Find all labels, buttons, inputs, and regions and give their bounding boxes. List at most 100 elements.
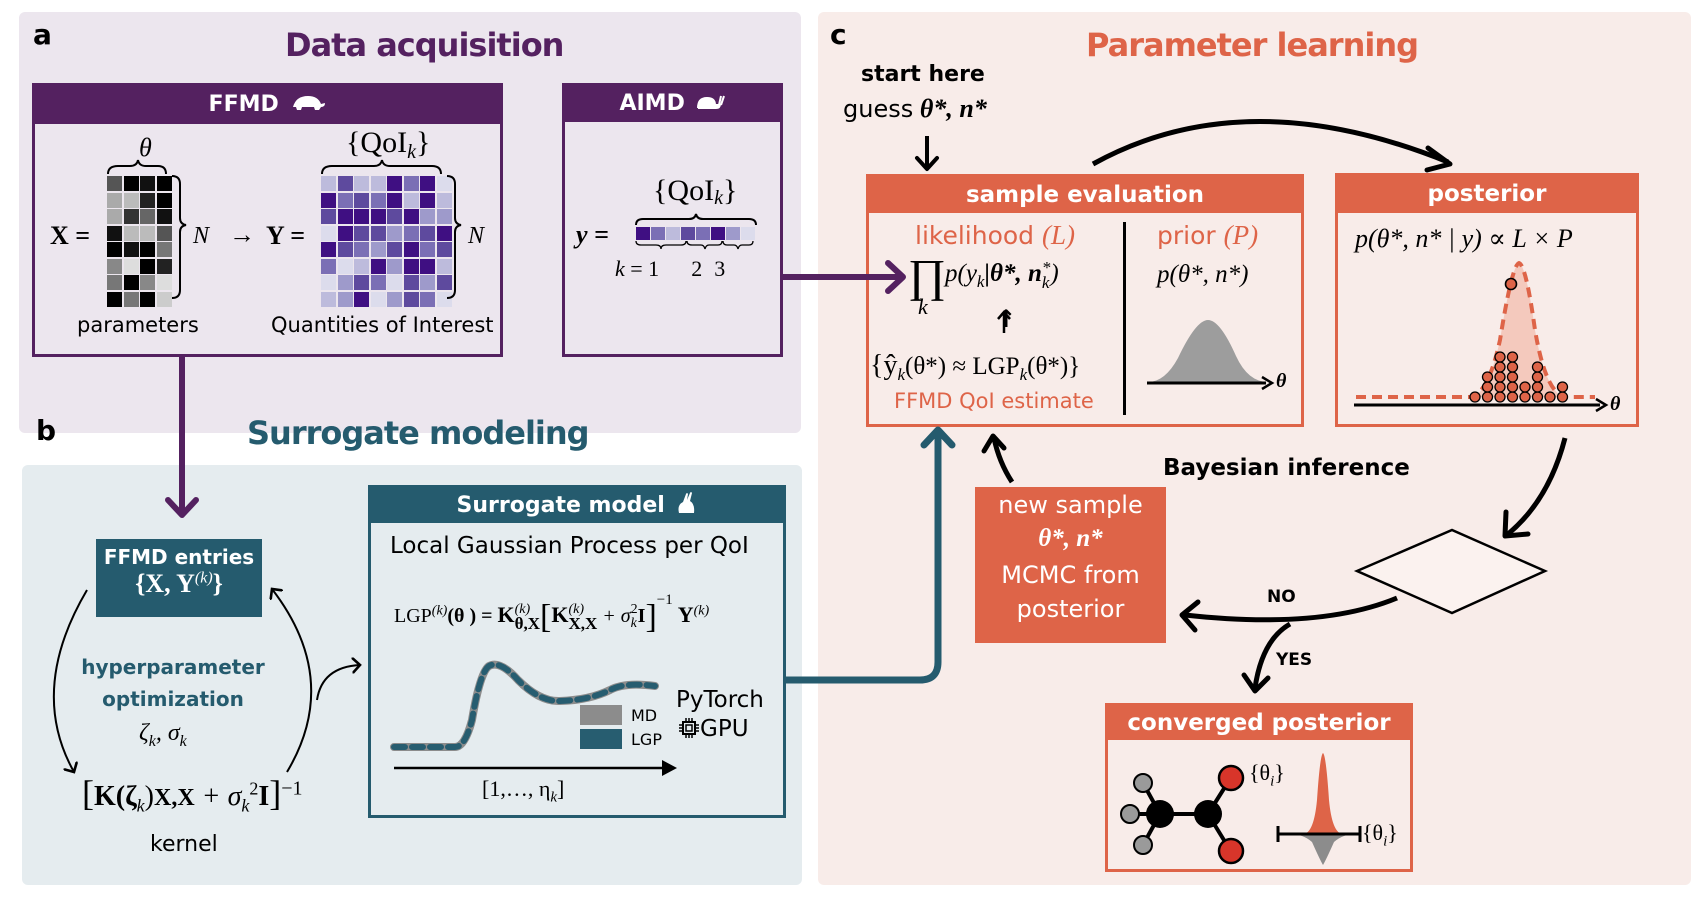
aimd-title: AIMD (619, 91, 685, 116)
qoi-cell (354, 225, 369, 241)
parameter-cell (123, 242, 139, 257)
qoi-cell (337, 192, 353, 208)
parameter-cell (156, 176, 172, 191)
new-sample-line1: new sample (998, 491, 1143, 519)
molecule-theta-label: {θi} (1249, 760, 1285, 790)
kernel-K-close: ) (144, 781, 154, 812)
parameter-cell (107, 176, 122, 191)
mol-theta-open: {θ (1249, 760, 1271, 785)
likelihood-label: likelihood (L) (915, 220, 1075, 251)
aimd-qoi-cell (636, 227, 650, 240)
eq-K2-sup: (k) (568, 602, 585, 618)
legend-swatch-lgp (580, 729, 622, 749)
parameter-cell (156, 192, 172, 208)
hyperparams-formula: ζk, σk (139, 720, 187, 751)
eq-theta: (θ ) = (447, 605, 498, 627)
legend-label-lgp: LGP (631, 730, 662, 749)
qoi-label: {QoIk} (346, 126, 430, 164)
qoi-cell (387, 176, 402, 191)
initial-guess: guess θ*, n* (843, 94, 987, 124)
lik-expr-sub: k (976, 272, 985, 291)
est-end: (θ*)} (1027, 353, 1081, 380)
kernel-plus-sigma: + σ (194, 781, 242, 812)
aimd-qoi-cell (741, 227, 755, 240)
posterior-box: posterior (1335, 173, 1639, 427)
kernel-caption: kernel (150, 832, 218, 857)
parameter-cell (140, 225, 155, 241)
ffmd-entries-formula-sup: (k) (194, 569, 213, 587)
qoi-cell (321, 275, 336, 290)
n-label-y: N (468, 223, 485, 249)
parameter-cell (123, 275, 139, 290)
eq-Y-sup: (k) (693, 603, 710, 619)
qoi-brace-close: } (415, 126, 431, 159)
no-label: NO (1267, 587, 1296, 607)
qoi-cell (354, 242, 369, 257)
aimd-k-symbol: k (615, 256, 625, 281)
prior-symbol: (P) (1223, 220, 1259, 250)
parameter-cell (107, 291, 122, 307)
chip-icon (679, 718, 699, 738)
eq-K2-sub: X,X (568, 614, 598, 634)
qoi-cell (403, 209, 419, 224)
parameter-cell (156, 258, 172, 274)
eq-lgp-sup: (k) (431, 603, 448, 619)
qoi-cell (321, 225, 336, 241)
qoi-caption: Quantities of Interest (271, 313, 494, 337)
qoi-cell (420, 225, 435, 241)
likelihood-symbol: (L) (1042, 220, 1076, 250)
theta-label: θ (139, 133, 152, 162)
yes-label: YES (1276, 650, 1313, 670)
lik-expr-rest: |θ*, n (984, 260, 1042, 287)
snail-icon (696, 95, 725, 109)
parameter-cell (107, 209, 122, 224)
posterior-theta-axis-label: θ (1610, 393, 1621, 415)
parameter-cell (123, 192, 139, 208)
kernel-K-sub: k (136, 795, 145, 816)
dist-theta-close: } (1387, 820, 1398, 845)
lik-expr-p: p(y (945, 260, 977, 287)
distribution-theta-label: {θi} (1362, 820, 1398, 850)
lik-n-sup: * (1041, 258, 1051, 278)
parameter-cell (123, 176, 139, 191)
mol-theta-sub: i (1270, 773, 1275, 790)
qoi-cell (321, 209, 336, 224)
posterior-header: posterior (1338, 176, 1636, 213)
parameter-cell (140, 258, 155, 274)
aimd-qoi-brace-open: {QoI (653, 174, 715, 207)
qoi-cell (420, 275, 435, 290)
qoi-cell (321, 176, 336, 191)
aimd-qoi-brace-close: } (722, 174, 738, 207)
eq-K-sub: θ,X (514, 614, 541, 634)
aimd-k3: 3 (714, 256, 726, 281)
map-arrow: → (229, 220, 255, 249)
aimd-qoi-cell (681, 227, 695, 240)
new-sample-vars: θ*, n* (1038, 525, 1103, 552)
axis-label-close: ] (557, 776, 565, 801)
surrogate-model-title: Surrogate model (456, 493, 665, 518)
y-matrix-label: Y = (266, 221, 306, 250)
sample-evaluation-box: sample evaluation (866, 174, 1304, 427)
aimd-k1: = 1 (630, 256, 660, 281)
rabbit-icon (678, 492, 695, 513)
qoi-cell (321, 258, 336, 274)
qoi-cell (337, 258, 353, 274)
qoi-cell (370, 176, 386, 191)
qoi-cell (436, 291, 452, 307)
qoi-cell (403, 225, 419, 241)
ffmd-box: FFMD (32, 83, 503, 357)
qoi-cell (387, 242, 402, 257)
sample-evaluation-header: sample evaluation (869, 177, 1301, 213)
qoi-cell (420, 192, 435, 208)
ffmd-qoi-estimate-caption: FFMD QoI estimate (894, 389, 1094, 413)
qoi-cell (403, 291, 419, 307)
panel-title-parameter-learning: Parameter learning (1086, 26, 1419, 64)
parameters-caption: parameters (77, 313, 199, 337)
parameter-cell (140, 176, 155, 191)
estimate-up-arrow: ↑ (996, 305, 1017, 333)
parameter-cell (156, 242, 172, 257)
qoi-cell (370, 258, 386, 274)
parameter-cell (123, 291, 139, 307)
likelihood-text: likelihood (915, 221, 1035, 250)
